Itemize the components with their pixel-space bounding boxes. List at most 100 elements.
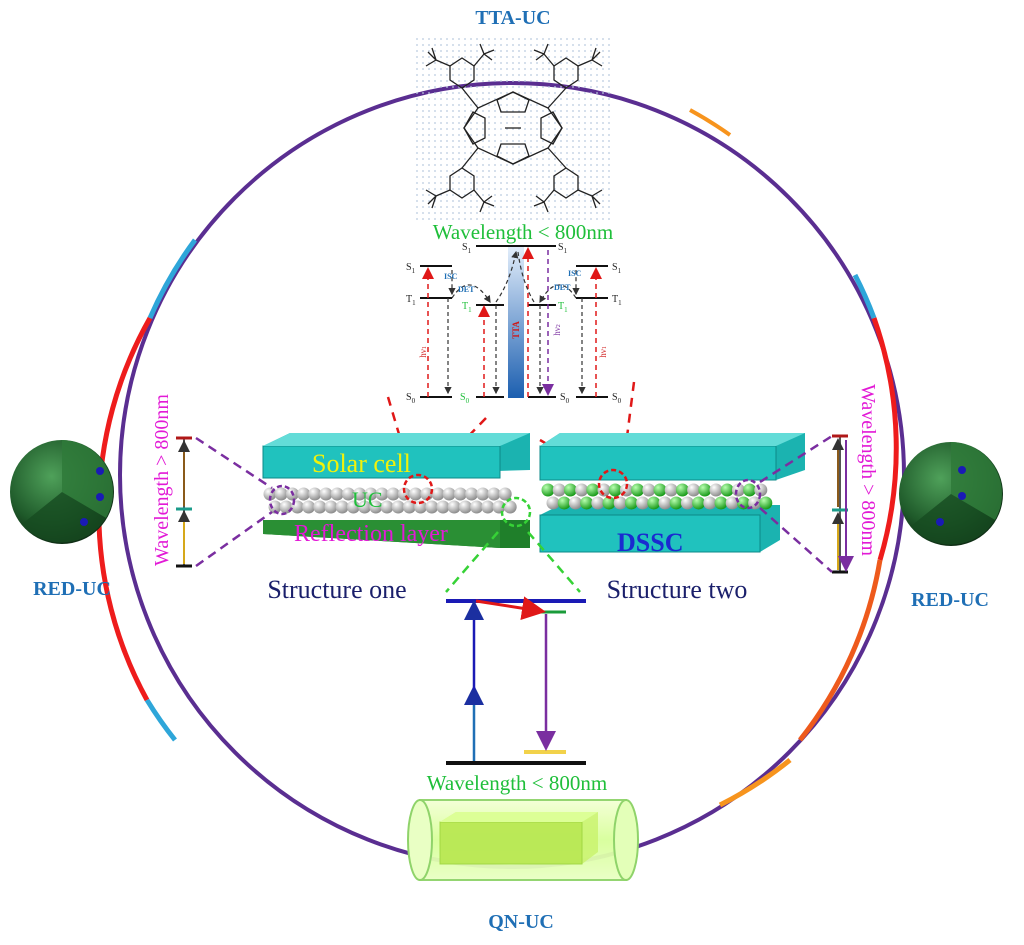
reflection-layer-label: Reflection layer	[294, 521, 448, 547]
hv2-label: hν2	[552, 324, 562, 336]
uc-particle	[743, 483, 757, 497]
isc-label-right: ISC	[568, 269, 582, 278]
uc-particle	[503, 500, 517, 514]
svg-text:S0: S0	[406, 392, 416, 405]
uc-particle	[580, 496, 594, 510]
uc-particle	[297, 487, 311, 501]
red-uc-left-label: RED-UC	[33, 578, 111, 600]
svg-text:S1: S1	[406, 262, 416, 275]
svg-text:S0: S0	[612, 392, 622, 405]
uc-particle	[414, 500, 428, 514]
uc-particle	[358, 500, 372, 514]
purple-dashed-circle-one	[268, 484, 296, 516]
qn-uc-cylinder	[407, 799, 639, 881]
uc-particle	[698, 483, 712, 497]
uc-particle	[409, 487, 423, 501]
uc-particle	[447, 500, 461, 514]
uc-particle	[492, 500, 506, 514]
uc-particle	[324, 500, 338, 514]
uc-particle	[714, 496, 728, 510]
svg-text:S1: S1	[462, 242, 472, 255]
uc-particle	[613, 496, 627, 510]
uc-particle	[330, 487, 344, 501]
uc-particle	[546, 496, 560, 510]
uc-particle	[591, 496, 605, 510]
qn-uc-energy-diagram	[445, 531, 586, 765]
uc-balls-structure-one	[263, 487, 517, 514]
uc-particle	[431, 487, 445, 501]
uc-label: UC	[352, 487, 383, 512]
svg-text:T1: T1	[406, 294, 416, 307]
uc-particle	[653, 483, 667, 497]
uc-particle	[470, 500, 484, 514]
uc-particle	[642, 483, 656, 497]
uc-particle	[498, 487, 512, 501]
uc-particle	[453, 487, 467, 501]
uc-particle	[274, 487, 288, 501]
uc-particle	[575, 483, 589, 497]
uc-balls-structure-two	[541, 483, 773, 510]
porphyrin-molecule-image	[414, 34, 612, 224]
red-dashed-circle-one	[402, 473, 434, 505]
uc-particle	[563, 483, 577, 497]
isc-label-left: ISC	[444, 272, 458, 281]
wavelength-left-label: Wavelength > 800nm	[151, 394, 173, 566]
det-label-right: DET	[554, 283, 571, 292]
uc-particle	[692, 496, 706, 510]
tta-uc-label: TTA-UC	[475, 7, 550, 29]
svg-text:T1: T1	[558, 301, 568, 314]
uc-particle	[568, 496, 582, 510]
structure-two-label: Structure two	[607, 575, 748, 604]
svg-text:S1: S1	[558, 242, 568, 255]
uc-particle	[602, 496, 616, 510]
uc-particle	[476, 487, 490, 501]
uc-particle	[346, 500, 360, 514]
det-label-left: DET	[458, 285, 475, 294]
svg-text:S1: S1	[612, 262, 622, 275]
uc-particle	[458, 500, 472, 514]
wavelength-right-label: Wavelength > 800nm	[857, 384, 879, 556]
uc-particle	[608, 483, 622, 497]
uc-particle	[703, 496, 717, 510]
wavelength-bottom-label: Wavelength < 800nm	[427, 771, 607, 795]
structure-one-label: Structure one	[267, 575, 406, 604]
uc-particle	[319, 487, 333, 501]
uc-particle	[669, 496, 683, 510]
uc-particle	[442, 487, 456, 501]
svg-text:T1: T1	[612, 294, 622, 307]
red-uc-left: RED-UC	[10, 440, 114, 600]
right-level-scheme: Wavelength > 800nm	[759, 384, 879, 574]
uc-particle	[597, 483, 611, 497]
uc-particle	[402, 500, 416, 514]
uc-particle	[465, 487, 479, 501]
uc-particle	[481, 500, 495, 514]
uc-particle	[279, 500, 293, 514]
uc-particle	[675, 483, 689, 497]
uc-particle	[380, 500, 394, 514]
uc-particle	[302, 500, 316, 514]
uc-particle	[353, 487, 367, 501]
solar-cell-label: Solar cell	[312, 449, 411, 478]
uc-particle	[586, 483, 600, 497]
left-level-scheme: Wavelength > 800nm	[151, 394, 273, 568]
hv1-label-right: hν1	[598, 346, 608, 358]
uc-particle	[313, 500, 327, 514]
tta-bar	[508, 246, 524, 398]
uc-particle	[268, 500, 282, 514]
uc-particle	[308, 487, 322, 501]
uc-particle	[436, 500, 450, 514]
red-uc-right: RED-UC	[899, 442, 1003, 611]
uc-particle	[335, 500, 349, 514]
uc-particle	[557, 496, 571, 510]
uc-particle	[687, 483, 701, 497]
tta-label: TTA	[511, 321, 521, 339]
green-dashed-circle-one	[500, 496, 532, 528]
uc-particle	[541, 483, 555, 497]
uc-particle	[664, 483, 678, 497]
uc-particle	[375, 487, 389, 501]
uc-particle	[709, 483, 723, 497]
structure-one-device: Solar cell UC Reflection layer	[262, 433, 532, 548]
uc-particle	[680, 496, 694, 510]
uc-particle	[386, 487, 400, 501]
